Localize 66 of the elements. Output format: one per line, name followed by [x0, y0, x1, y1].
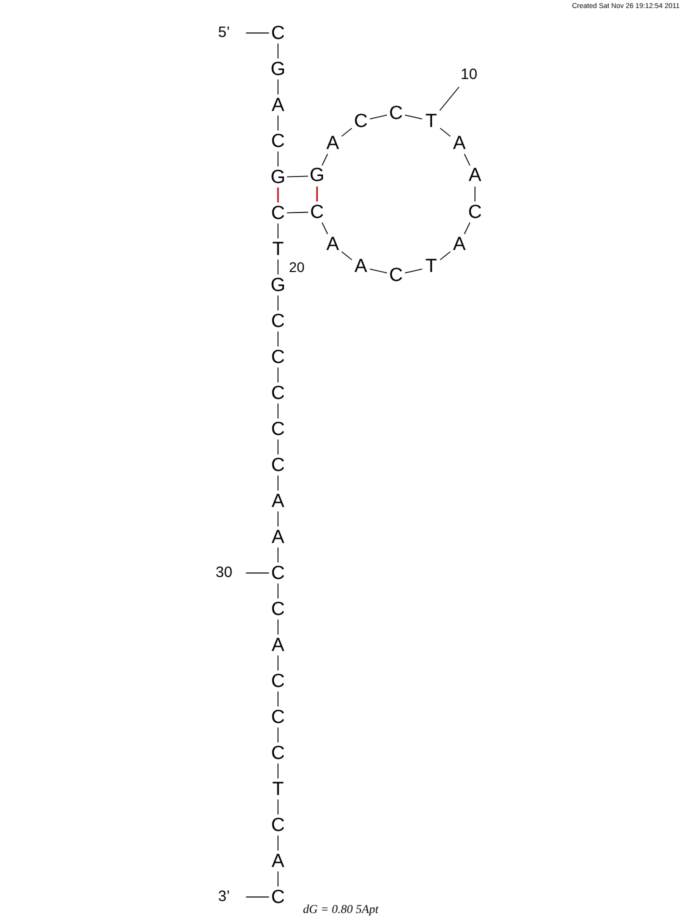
nucleotide-letter: C: [270, 456, 286, 474]
nucleotide-letter: C: [270, 708, 286, 726]
leader-line: [246, 572, 270, 574]
position-number: 10: [458, 67, 480, 83]
position-number: 3’: [213, 889, 235, 905]
nucleotide-letter: C: [270, 204, 286, 222]
nucleotide-letter: C: [352, 112, 369, 131]
backbone-line: [404, 114, 423, 120]
base-pair-line: [316, 186, 318, 202]
nucleotide-letter: A: [270, 852, 286, 870]
nucleotide-letter: C: [270, 312, 286, 330]
leader-line: [246, 896, 270, 898]
nucleotide-letter: C: [466, 202, 483, 222]
leader-line: [439, 86, 460, 111]
nucleotide-letter: C: [270, 24, 286, 42]
nucleotide-letter: C: [270, 888, 286, 906]
nucleotide-letter: C: [270, 384, 286, 402]
backbone-line: [341, 251, 352, 260]
nucleotide-letter: A: [270, 636, 286, 654]
nucleotide-letter: A: [270, 528, 286, 546]
nucleotide-letter: A: [270, 492, 286, 510]
backbone-line: [369, 268, 388, 274]
backbone-line: [464, 154, 470, 166]
nucleotide-letter: A: [451, 134, 468, 153]
nucleotide-letter: A: [270, 96, 286, 114]
backbone-line: [404, 268, 423, 274]
backbone-line: [322, 222, 328, 234]
backbone-line: [464, 222, 470, 234]
nucleotide-letter: C: [270, 816, 286, 834]
backbone-line: [440, 128, 451, 137]
nucleotide-letter: A: [324, 235, 341, 254]
base-pair-line: [277, 188, 279, 202]
nucleotide-letter: C: [270, 348, 286, 366]
nucleotide-letter: G: [270, 276, 286, 294]
backbone-line: [341, 128, 352, 137]
nucleotide-letter: A: [352, 257, 369, 276]
nucleotide-letter: C: [270, 420, 286, 438]
nucleotide-letter: C: [270, 600, 286, 618]
nucleotide-letter: A: [466, 166, 483, 186]
position-number: 20: [289, 259, 305, 275]
nucleotide-letter: C: [270, 564, 286, 582]
nucleotide-letter: G: [309, 166, 326, 186]
nucleotide-letter: A: [324, 134, 341, 153]
leader-line: [246, 32, 270, 34]
nucleotide-letter: T: [270, 780, 286, 798]
nucleotide-letter: A: [451, 235, 468, 254]
nucleotide-letter: T: [270, 240, 286, 258]
nucleotide-letter: C: [270, 672, 286, 690]
nucleotide-letter: C: [388, 104, 404, 122]
nucleotide-letter: C: [270, 744, 286, 762]
nucleotide-letter: C: [309, 202, 326, 222]
nucleotide-letter: G: [270, 168, 286, 186]
backbone-line: [474, 186, 476, 202]
position-number: 30: [213, 565, 235, 581]
nucleotide-letter: C: [388, 266, 404, 284]
nucleotide-letter: C: [270, 132, 286, 150]
nucleotide-letter: G: [270, 60, 286, 78]
nucleotide-letter: T: [423, 257, 440, 276]
position-number: 5’: [213, 25, 235, 41]
backbone-line: [286, 176, 308, 178]
backbone-line: [369, 114, 388, 120]
backbone-line: [286, 212, 308, 214]
backbone-line: [440, 251, 451, 260]
free-energy-note: dG = 0.80 5Apt: [303, 902, 378, 917]
nucleotide-letter: T: [423, 112, 440, 131]
backbone-line: [322, 154, 328, 166]
